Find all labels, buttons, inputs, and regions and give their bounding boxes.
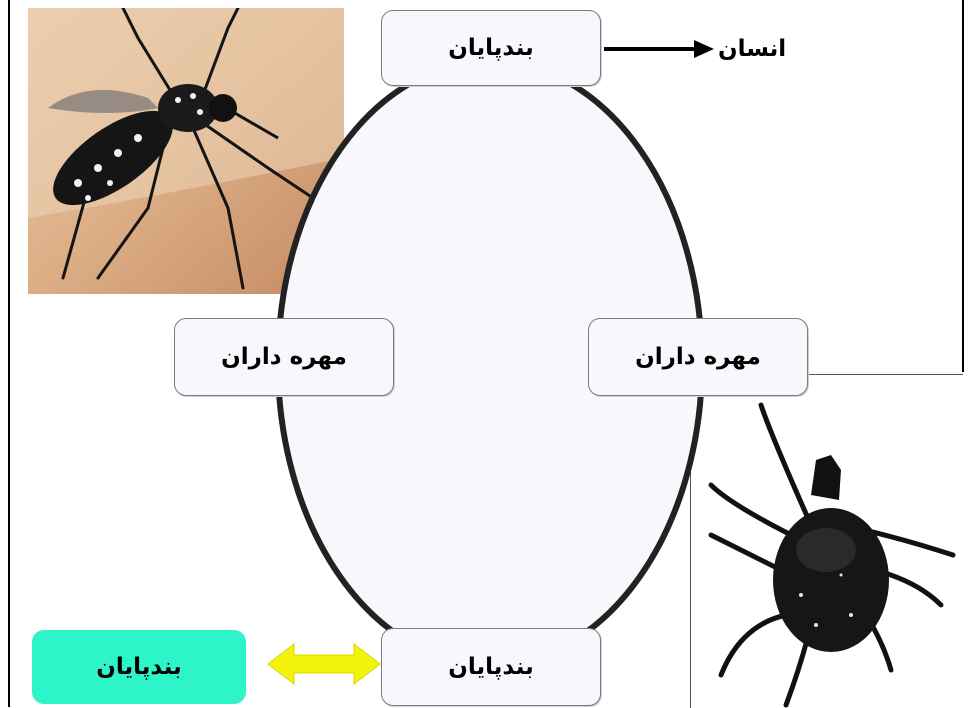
node-vertebrates-right: مهره داران	[588, 318, 808, 396]
node-arthropods-top: بندپایان	[381, 10, 601, 86]
human-label: انسان	[718, 36, 786, 62]
arthropods-highlight-box: بندپایان	[32, 630, 246, 704]
arrow-right-icon	[602, 38, 716, 60]
node-vertebrates-left: مهره داران	[174, 318, 394, 396]
double-arrow-icon	[266, 640, 382, 688]
node-arthropods-bottom: بندپایان	[381, 628, 601, 706]
